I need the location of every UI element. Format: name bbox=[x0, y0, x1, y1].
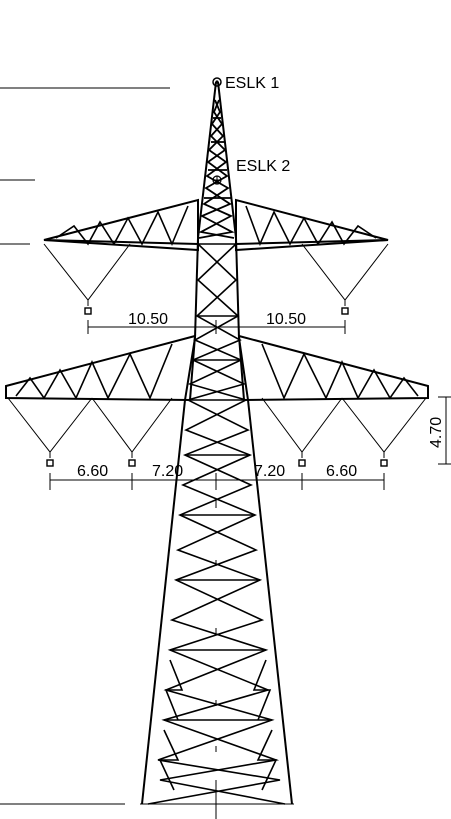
upper-crossarm bbox=[43, 198, 389, 252]
lower-crossarm bbox=[5, 334, 429, 402]
dim-lower-outer-left: 6.60 bbox=[77, 463, 108, 480]
upper-insulators bbox=[43, 243, 389, 306]
upper-dimension-line bbox=[87, 320, 346, 334]
upper-conductor-clamps bbox=[84, 307, 349, 315]
reference-lines bbox=[0, 87, 170, 805]
dim-lower-inner-right: 7.20 bbox=[254, 463, 285, 480]
eslk1-marker bbox=[212, 77, 222, 87]
eslk1-label: ESLK 1 bbox=[225, 75, 279, 92]
tower-body bbox=[140, 81, 294, 805]
lower-conductor-clamps bbox=[46, 459, 388, 467]
dim-upper-right: 10.50 bbox=[266, 311, 306, 328]
dim-vertical-right: 4.70 bbox=[428, 417, 445, 448]
lower-dimension-line bbox=[49, 473, 385, 490]
dim-lower-inner-left: 7.20 bbox=[152, 463, 183, 480]
peak-lattice bbox=[198, 99, 235, 239]
dim-upper-left: 10.50 bbox=[128, 311, 168, 328]
lower-insulators bbox=[7, 397, 427, 458]
dim-lower-outer-right: 6.60 bbox=[326, 463, 357, 480]
eslk2-label: ESLK 2 bbox=[236, 158, 290, 175]
vertical-dimension-line bbox=[438, 396, 451, 465]
eslk2-marker bbox=[212, 175, 222, 185]
